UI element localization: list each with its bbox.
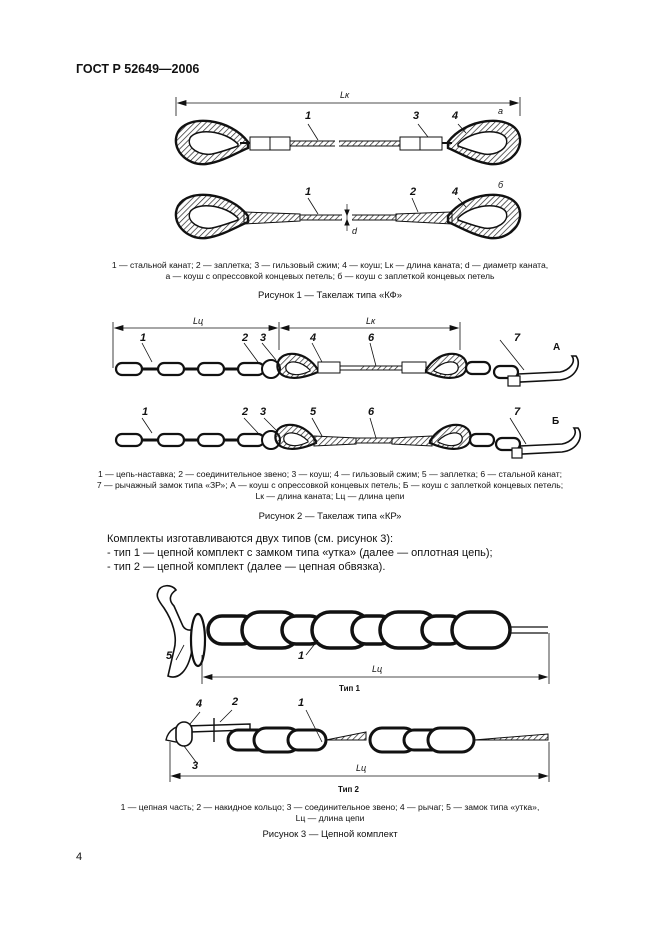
fig3-t1-length-label: Lц [372, 664, 383, 674]
fig3-t2-length-label: Lц [356, 763, 367, 773]
fig2-top-part-6: 6 [368, 332, 375, 344]
fig1-part-4-bottom: 4 [452, 186, 459, 198]
fig1-part-4-top: 4 [452, 110, 459, 122]
fig2-top-part-3: 3 [260, 332, 267, 344]
fig2-bottom-part-6: 6 [368, 406, 375, 418]
intro-line-2: - тип 1 — цепной комплект с замком типа … [107, 547, 493, 559]
fig2-rope-length-label: Lк [366, 316, 376, 326]
fig3-caption-line1: 1 — цепная часть; 2 — накидное кольцо; 3… [120, 802, 540, 812]
fig1-variant-a-label: а [498, 106, 504, 116]
fig1-part-1-top: 1 [305, 110, 312, 122]
sleeve-clamp-left-b [269, 136, 291, 151]
fig3-type1-label: Тип 1 [339, 684, 361, 693]
fig2-caption-line2: 7 — рычажный замок типа «ЗР»; А — коуш с… [96, 480, 564, 490]
fig3-type2-drawing [165, 709, 550, 782]
page-number: 4 [76, 851, 83, 863]
fig1-caption-line1: 1 — стальной канат; 2 — заплетка; 3 — ги… [111, 260, 549, 270]
duck-lock [156, 584, 198, 678]
sleeve-fig2-left [317, 361, 341, 374]
fig2-caption-line3: Lк — длина каната; Lц — длина цепи [255, 491, 405, 501]
fig2-assembly-top [114, 339, 580, 387]
fig2-variant-A-label: А [553, 342, 561, 353]
fig3-t1-part-5: 5 [166, 650, 173, 662]
fig1-rope-bottom [174, 193, 522, 240]
fig3-type2-label: Тип 2 [338, 785, 360, 794]
fig2-caption-line1: 1 — цепь-наставка; 2 — соединительное зв… [97, 469, 563, 479]
fig1-variant-b-label: б [498, 180, 504, 190]
fig2-top-part-7: 7 [514, 332, 521, 344]
fig3-t2-part-4: 4 [196, 698, 203, 710]
fig2-bottom-part-3: 3 [260, 406, 267, 418]
sleeve-clamp-right-b [419, 136, 443, 151]
fig3-t2-part-3: 3 [192, 760, 199, 772]
sleeve-clamp-left-a [249, 136, 271, 151]
fig2-dimension-lines [112, 322, 461, 368]
fig2-top-part-2: 2 [242, 332, 249, 344]
fig2-assembly-bottom [114, 417, 582, 459]
fig2-bottom-part-7: 7 [514, 406, 521, 418]
document-header: ГОСТ Р 52649—2006 [76, 62, 200, 76]
fig2-variant-B-label: Б [552, 416, 560, 427]
lever-lock-top [516, 355, 580, 383]
fig1-part-1-bottom: 1 [305, 186, 312, 198]
fig2-top-part-4: 4 [310, 332, 317, 344]
fig1-rope-top [174, 119, 522, 166]
fig2-chain-length-label: Lц [193, 316, 204, 326]
fig1-caption-line2: а — коуш с опрессовкой концевых петель; … [165, 271, 495, 281]
fig3-type1-drawing [156, 584, 550, 684]
fig2-bottom-part-1: 1 [142, 406, 149, 418]
fig2-bottom-part-2: 2 [242, 406, 249, 418]
fig1-dimension-line [175, 97, 521, 116]
fig1-part-2-bottom: 2 [410, 186, 417, 198]
intro-line-3: - тип 2 — цепной комплект (далее — цепна… [107, 561, 386, 573]
intro-line-1: Комплекты изготавливаются двух типов (см… [107, 533, 394, 545]
splice-left [243, 211, 301, 225]
fig3-t2-part-2: 2 [232, 696, 239, 708]
fig1-length-label: Lк [340, 90, 350, 100]
sleeve-clamp-right-a [399, 136, 421, 151]
fig3-caption-line2: Lц — длина цепи [295, 813, 365, 823]
fig3-title: Рисунок 3 — Цепной комплект [262, 829, 398, 840]
fig2-top-part-1: 1 [140, 332, 147, 344]
fig1-title: Рисунок 1 — Такелаж типа «КФ» [258, 290, 402, 301]
sleeve-fig2-right [401, 361, 427, 374]
splice-right [395, 211, 453, 225]
fig3-t2-part-1: 1 [298, 697, 305, 709]
fig2-bottom-part-5: 5 [310, 406, 317, 418]
fig3-t1-part-1: 1 [298, 650, 305, 662]
fig1-diameter-label: d [352, 226, 358, 236]
fig1-part-3-top: 3 [413, 110, 420, 122]
fig2-title: Рисунок 2 — Такелаж типа «КР» [258, 511, 402, 522]
